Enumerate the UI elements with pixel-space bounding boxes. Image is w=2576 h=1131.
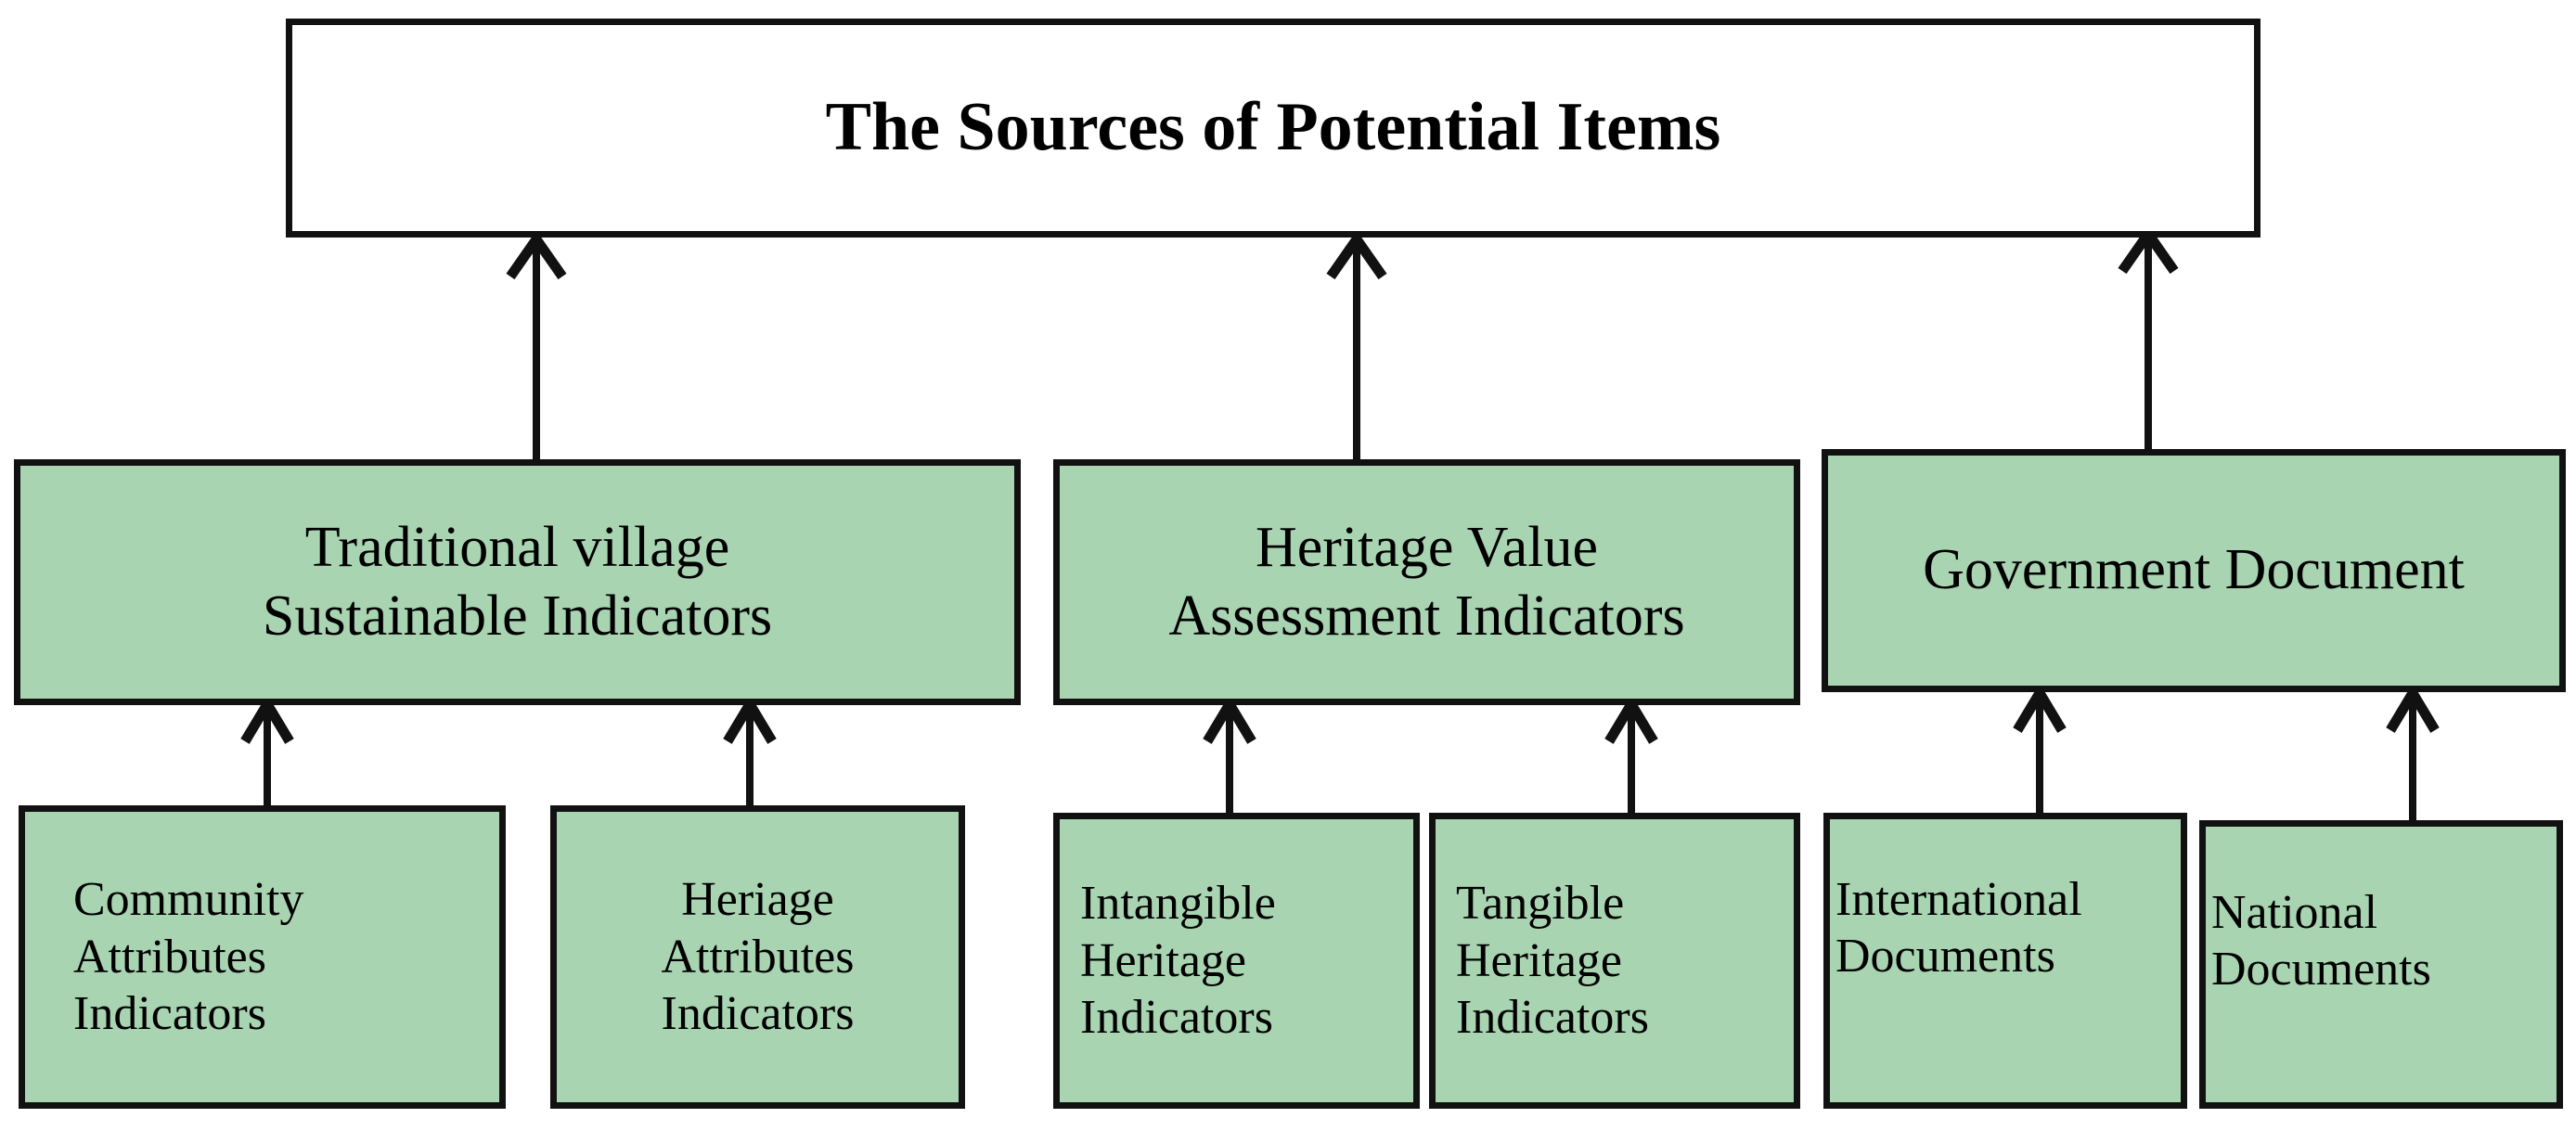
arrowhead-up-icon — [718, 702, 781, 745]
node-government-document[interactable]: Government Document — [1822, 449, 2566, 692]
node-heriage-attributes-indicators[interactable]: Heriage Attributes Indicators — [550, 805, 965, 1109]
arrowhead-up-icon — [1198, 702, 1261, 745]
arrow-stem — [746, 702, 753, 809]
node-title-label: The Sources of Potential Items — [825, 89, 1721, 166]
arrowhead-up-icon — [2008, 691, 2071, 734]
arrowhead-up-icon — [505, 238, 568, 280]
node-international-documents[interactable]: International Documents — [1823, 813, 2187, 1109]
node-national-documents-label: National Documents — [2211, 886, 2431, 996]
arrow-stem — [1226, 702, 1233, 816]
arrow-stem — [1628, 702, 1635, 816]
node-community-attributes-indicators[interactable]: Community Attributes Indicators — [19, 805, 506, 1109]
arrowhead-up-icon — [1600, 702, 1663, 745]
node-intangible-heritage-label: Intangible Heritage Indicators — [1080, 877, 1276, 1045]
node-heriage-attributes-label: Heriage Attributes Indicators — [661, 873, 855, 1041]
node-tangible-heritage-indicators[interactable]: Tangible Heritage Indicators — [1429, 813, 1800, 1109]
arrowhead-up-icon — [2381, 691, 2444, 734]
node-tangible-heritage-label: Tangible Heritage Indicators — [1456, 877, 1649, 1045]
arrowhead-up-icon — [1325, 238, 1388, 280]
arrow-stem — [2036, 691, 2043, 816]
node-traditional-village-sustainable-indicators[interactable]: Traditional village Sustainable Indicato… — [14, 459, 1021, 705]
node-heritage-value-assessment-indicators[interactable]: Heritage Value Assessment Indicators — [1053, 459, 1800, 705]
node-international-documents-label: International Documents — [1835, 873, 2082, 983]
arrow-stem — [2145, 232, 2152, 453]
node-traditional-village-label: Traditional village Sustainable Indicato… — [262, 516, 773, 648]
node-community-attributes-label: Community Attributes Indicators — [73, 873, 304, 1041]
arrow-stem — [264, 702, 271, 809]
node-title-sources-of-potential-items[interactable]: The Sources of Potential Items — [286, 19, 2260, 238]
node-government-document-label: Government Document — [1923, 538, 2465, 602]
arrowhead-up-icon — [2117, 232, 2180, 275]
arrow-stem — [533, 238, 540, 462]
arrow-stem — [1353, 238, 1360, 462]
node-intangible-heritage-indicators[interactable]: Intangible Heritage Indicators — [1053, 813, 1420, 1109]
arrow-stem — [2409, 691, 2416, 823]
arrowhead-up-icon — [236, 702, 299, 745]
node-heritage-value-label: Heritage Value Assessment Indicators — [1168, 516, 1685, 648]
node-national-documents[interactable]: National Documents — [2199, 820, 2563, 1109]
